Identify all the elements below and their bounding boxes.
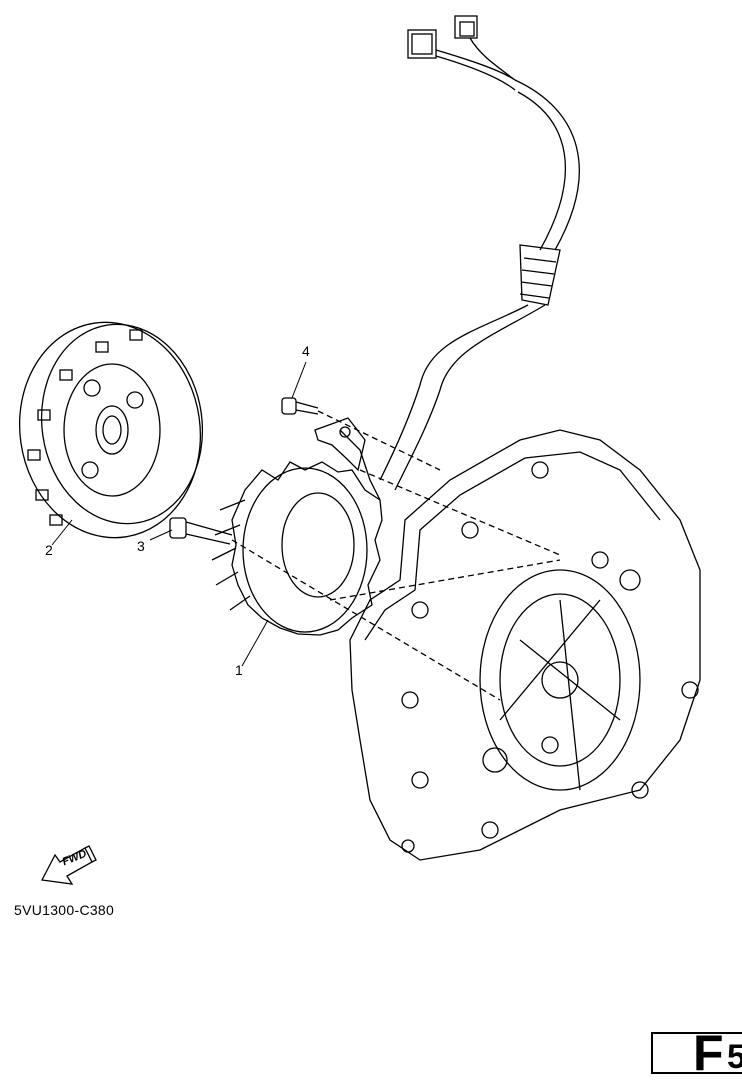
drawing-code: 5VU1300-C380 xyxy=(14,902,115,918)
callout-2: 2 xyxy=(45,542,53,558)
callout-4: 4 xyxy=(302,343,310,359)
leader-lines xyxy=(51,361,307,667)
stator-part-1 xyxy=(211,429,561,636)
wire-harness xyxy=(379,15,580,491)
page-number: 5 xyxy=(727,1038,742,1076)
callout-1: 1 xyxy=(235,662,243,678)
screw-part-4 xyxy=(281,397,441,472)
callout-3: 3 xyxy=(137,538,145,554)
crankcase xyxy=(349,429,701,861)
fwd-arrow-icon xyxy=(40,845,97,885)
page-index-box: F 5 xyxy=(651,1028,742,1078)
flywheel-part-2 xyxy=(18,321,204,539)
bolt-part-3 xyxy=(169,517,501,701)
page-letter: F xyxy=(693,1025,724,1081)
